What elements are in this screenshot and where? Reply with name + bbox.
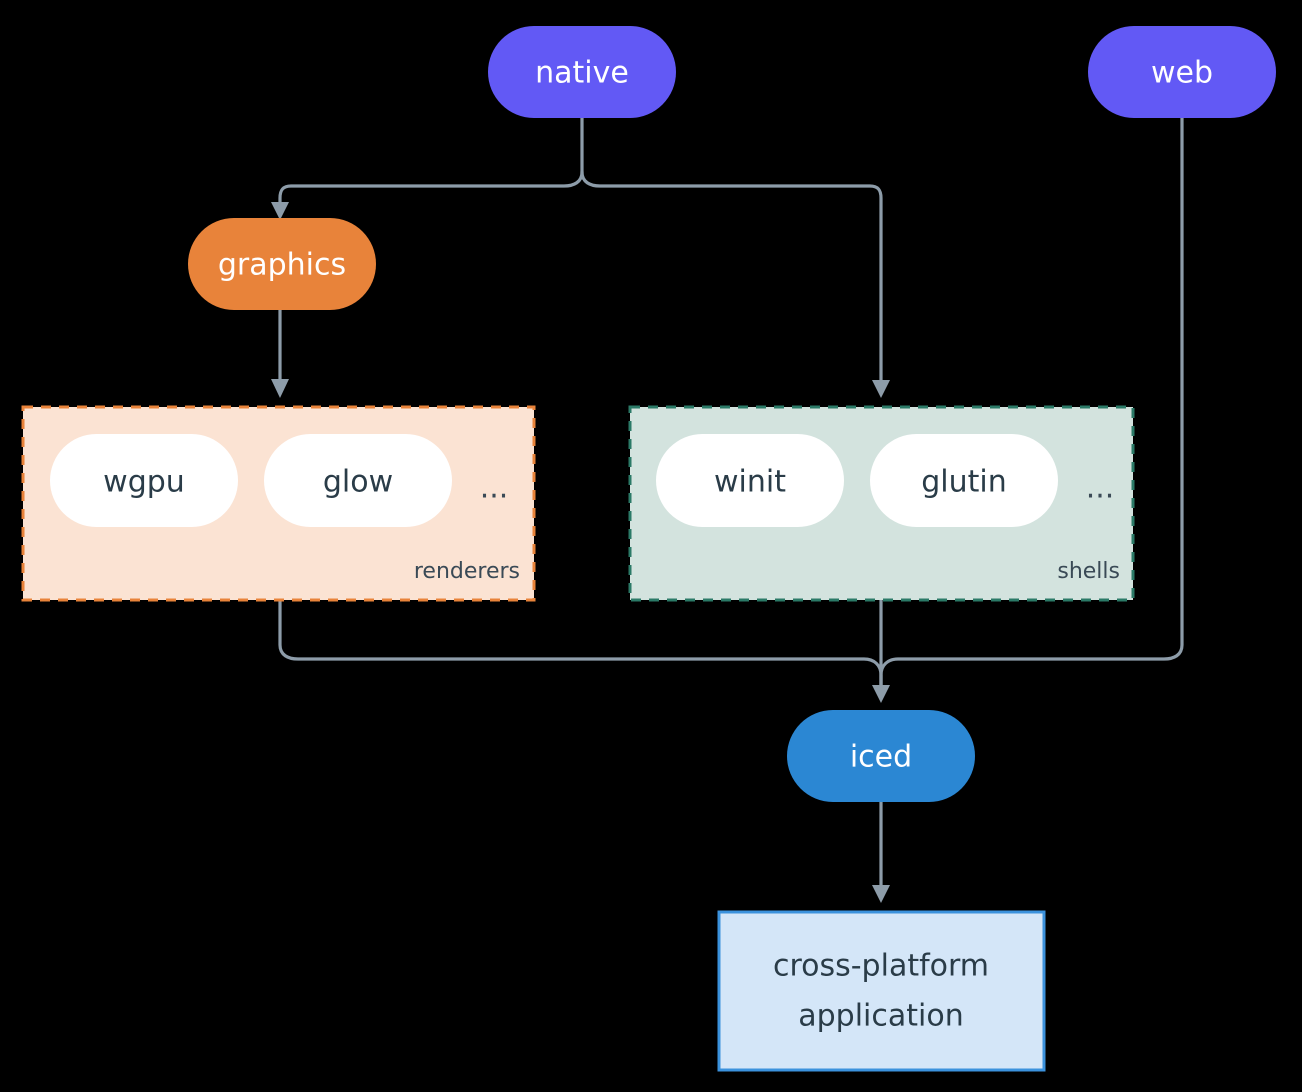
edge-renderers-to-iced — [278, 598, 883, 690]
cluster-item-glow-label: glow — [323, 465, 393, 500]
node-graphics-shape — [188, 218, 376, 310]
edge-web-to-iced — [879, 116, 1184, 690]
node-iced[interactable]: iced — [787, 710, 975, 802]
cluster-shells-label: shells — [1057, 559, 1120, 584]
node-graphics[interactable]: graphics — [188, 218, 376, 310]
cluster-renderers-ellipsis: ... — [480, 471, 509, 506]
node-application-shape — [717, 910, 1046, 1072]
node-application-label-line-2: application — [798, 999, 963, 1034]
node-web[interactable]: web — [1088, 26, 1276, 118]
cluster-renderers[interactable]: wgpu glow ... renderers — [21, 405, 536, 602]
node-native-label: native — [535, 56, 629, 91]
node-iced-label: iced — [850, 740, 912, 775]
node-application[interactable]: cross-platform application — [717, 910, 1046, 1072]
node-graphics-label: graphics — [218, 248, 346, 283]
arrowhead-native-to-shells — [872, 380, 890, 398]
cluster-item-glutin[interactable]: glutin — [870, 434, 1058, 527]
cluster-item-glow-pill — [264, 434, 452, 527]
node-native-shape — [488, 26, 676, 118]
cluster-item-glutin-pill — [870, 434, 1058, 527]
cluster-item-glow[interactable]: glow — [264, 434, 452, 527]
edge-layer — [271, 116, 1184, 903]
arrowhead-graphics-to-renderers — [271, 379, 289, 398]
edge-native-to-shells — [580, 170, 883, 385]
cluster-item-wgpu-pill — [50, 434, 238, 527]
arrowhead-to-iced — [872, 685, 890, 703]
arrowhead-native-to-graphics — [271, 202, 289, 220]
cluster-item-winit-label: winit — [714, 465, 786, 500]
cluster-item-wgpu[interactable]: wgpu — [50, 434, 238, 527]
cluster-item-wgpu-label: wgpu — [103, 465, 185, 500]
node-native[interactable]: native — [488, 26, 676, 118]
cluster-item-glutin-label: glutin — [921, 465, 1007, 500]
node-web-label: web — [1151, 56, 1213, 91]
cluster-item-winit-pill — [656, 434, 844, 527]
node-iced-shape — [787, 710, 975, 802]
cluster-renderers-label: renderers — [414, 559, 520, 584]
cluster-shells[interactable]: winit glutin ... shells — [628, 405, 1135, 602]
arrowhead-iced-to-application — [872, 885, 890, 903]
cluster-shells-ellipsis: ... — [1086, 471, 1115, 506]
node-web-shape — [1088, 26, 1276, 118]
edge-native-to-graphics — [278, 170, 584, 208]
cluster-item-winit[interactable]: winit — [656, 434, 844, 527]
node-application-label-line-1: cross-platform — [773, 949, 989, 984]
